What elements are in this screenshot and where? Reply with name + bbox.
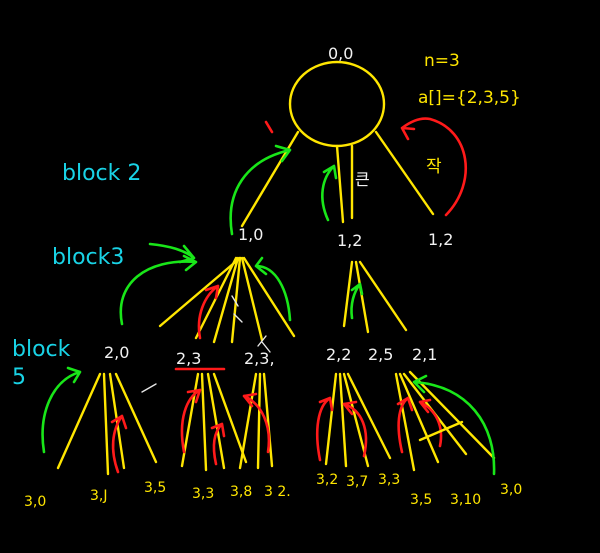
arrow-green-2-1 <box>412 374 496 476</box>
annotation-large: 큰 <box>355 170 370 189</box>
arrow-red-2-1-b <box>418 398 443 448</box>
level2-node-2-3-a: 2,3 <box>176 349 201 368</box>
edge-2-1-leaf-1 <box>394 372 416 472</box>
leaf-label-1: 3,0 <box>24 494 46 510</box>
edge-2-3-leaf-3 <box>206 372 226 470</box>
edge-1-0-fan-5 <box>240 256 264 342</box>
edge-2-3b-leaf-2 <box>256 372 262 470</box>
edge-2-1-cross <box>418 420 464 442</box>
root-node-circle <box>288 60 386 148</box>
arrow-green-block3-label <box>148 242 196 264</box>
leaf-label-12: 3,0 <box>500 482 522 498</box>
edge-root-to-1-2-b <box>374 130 435 216</box>
arrow-green-level1-right <box>254 256 292 322</box>
block-label-3: block3 <box>52 245 124 270</box>
level1-node-1-0: 1,0 <box>238 225 263 244</box>
arrow-red-2-2-a <box>315 396 334 462</box>
arrow-red-2-3-a <box>180 388 202 454</box>
arrow-red-level1 <box>197 284 220 340</box>
block-label-5-number: 5 <box>12 365 26 390</box>
leaf-label-6: 3 2. <box>264 484 291 500</box>
level2-node-2-1: 2,1 <box>412 345 437 364</box>
root-node-label: 0,0 <box>328 44 353 63</box>
arrow-green-root-mid <box>321 164 338 222</box>
block-label-5-word: block <box>12 337 71 362</box>
edge-2-0-leaf-3 <box>108 372 126 470</box>
level2-node-2-0: 2,0 <box>104 343 129 362</box>
edge-2-2-leaf-2 <box>338 372 348 468</box>
leaf-label-4: 3,3 <box>192 486 214 502</box>
edge-1-2-fan-3 <box>358 260 408 332</box>
edge-1-0-fan-3 <box>212 256 240 344</box>
arrow-red-2-1-a <box>396 396 414 454</box>
leaf-label-8: 3,7 <box>346 474 368 490</box>
edge-2-3b-leaf-1 <box>238 372 258 470</box>
leaf-label-7: 3,2 <box>316 472 338 488</box>
edge-1-2-fan-1 <box>342 260 354 328</box>
level2-node-2-3-b: 2,3, <box>244 349 275 368</box>
edge-1-0-fan-1 <box>158 256 242 328</box>
leaf-label-2: 3,J <box>90 488 108 504</box>
level2-node-2-5: 2,5 <box>368 345 393 364</box>
edge-2-3-leaf-4 <box>212 372 248 464</box>
leaf-label-5: 3,8 <box>230 484 252 500</box>
level1-node-1-2-b: 1,2 <box>428 230 453 249</box>
edge-1-0-fan-6 <box>242 256 296 338</box>
arrow-green-level1-left <box>119 254 198 326</box>
tick-red-root <box>264 120 274 134</box>
leaf-label-9: 3,3 <box>378 472 400 488</box>
arrow-red-2-0 <box>110 414 128 474</box>
edge-2-1-leaf-4 <box>408 370 496 460</box>
edge-2-3-leaf-2 <box>200 372 208 472</box>
annotation-small: 작 <box>426 157 442 177</box>
arrow-red-2-3b <box>242 392 271 454</box>
arrow-red-root-right <box>400 117 468 217</box>
block-label-2: block 2 <box>62 161 141 186</box>
edge-1-0-fan-4 <box>230 256 242 344</box>
array-label: a[]={2,3,5} <box>418 88 521 108</box>
arrow-green-block5 <box>41 366 82 454</box>
edge-2-2-leaf-4 <box>346 372 392 460</box>
edge-2-0-leaf-2 <box>102 372 110 476</box>
arrow-green-level1-mid <box>350 282 364 320</box>
arrow-red-2-3-b <box>210 422 226 466</box>
arrow-red-2-2-b <box>342 400 368 458</box>
leaf-label-11: 3,10 <box>450 492 481 508</box>
edge-2-3b-leaf-3 <box>262 372 274 468</box>
edge-2-1-leaf-2 <box>398 372 440 464</box>
edge-2-0-leaf-4 <box>114 372 158 464</box>
edge-root-to-1-0 <box>240 130 300 228</box>
level1-node-1-2-a: 1,2 <box>337 231 362 250</box>
arrow-green-root-left <box>229 144 292 236</box>
scribble-2-3b <box>257 335 271 353</box>
edge-1-2-fan-2 <box>354 260 370 334</box>
level2-node-2-2: 2,2 <box>326 345 351 364</box>
edge-root-to-1-2-a <box>335 144 345 224</box>
edge-2-2-leaf-1 <box>324 372 338 466</box>
leaf-label-10: 3,5 <box>410 492 432 508</box>
scribble-2-0 <box>141 383 157 393</box>
scribble-level2 <box>231 295 243 323</box>
leaf-label-3: 3,5 <box>144 480 166 496</box>
n-label: n=3 <box>424 51 460 71</box>
edge-2-0-leaf-1 <box>56 372 102 470</box>
